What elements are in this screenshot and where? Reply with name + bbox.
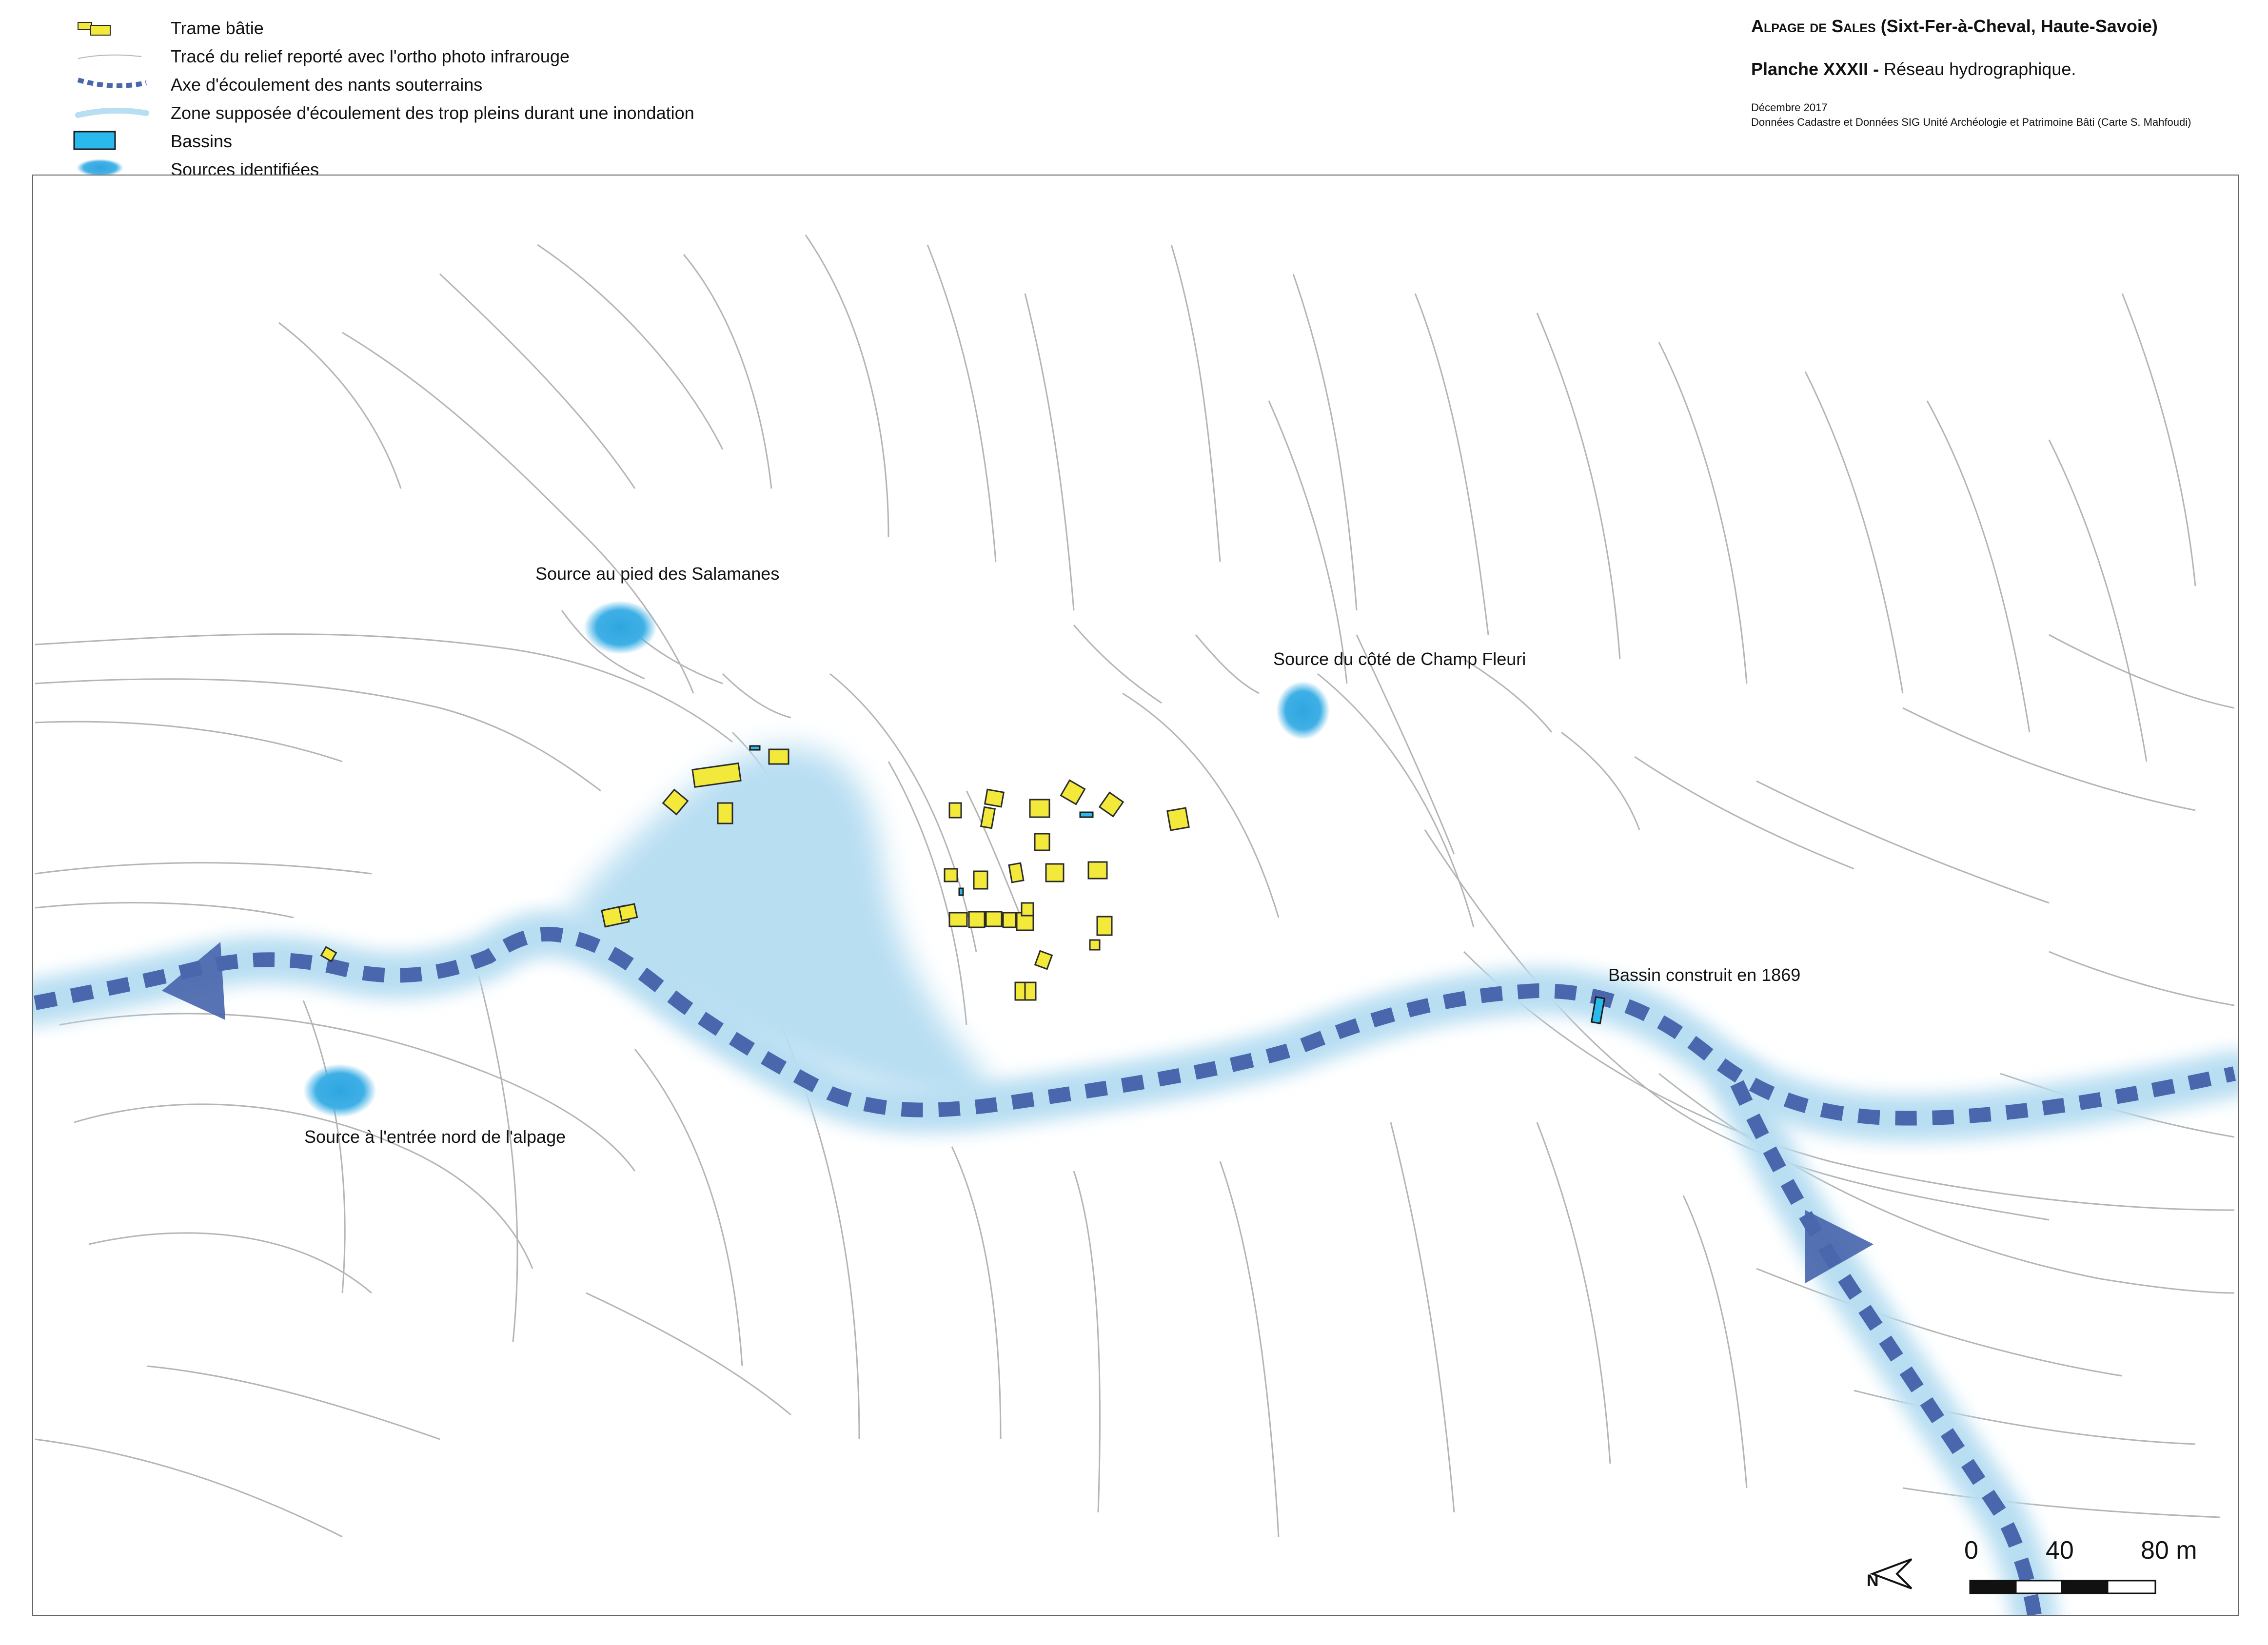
- legend-item-axe: Axe d'écoulement des nants souterrains: [63, 72, 795, 97]
- flow-direction-arrow: [162, 942, 225, 1020]
- flood-zones: [33, 747, 2238, 1615]
- flow-axis: [34, 926, 2236, 1615]
- scale-frame: [1969, 1580, 2156, 1594]
- scale-segment: [2062, 1581, 2108, 1593]
- plate-subject: Réseau hydrographique.: [1879, 59, 2076, 79]
- flow-direction-arrow: [1805, 1210, 1874, 1283]
- map-frame[interactable]: Source au pied des Salamanes Source du c…: [32, 175, 2239, 1616]
- spring-icon: [1276, 681, 1330, 740]
- legend-item-bassins: Bassins: [63, 129, 795, 153]
- dashed-flow-icon: [77, 78, 147, 88]
- map-credits: Données Cadastre et Données SIG Unité Ar…: [1751, 116, 2191, 128]
- legend-item-relief: Tracé du relief reporté avec l'ortho pho…: [63, 44, 795, 68]
- flood-zone-icon: [75, 107, 149, 118]
- label-bassin-1869: Bassin construit en 1869: [1608, 965, 1801, 985]
- map-canvas[interactable]: [33, 176, 2239, 1616]
- scale-bar: N 0 40 80 m: [1824, 1536, 2214, 1604]
- scale-tick-40: 40: [2046, 1536, 2074, 1565]
- springs: [303, 601, 1330, 1117]
- north-arrow-icon: [1870, 1558, 1913, 1589]
- north-label: N: [1867, 1571, 1879, 1590]
- legend-label: Bassins: [171, 131, 233, 151]
- label-source-champ-fleuri: Source du côté de Champ Fleuri: [1273, 649, 1526, 669]
- legend-label: Trame bâtie: [171, 18, 264, 38]
- site-name: Alpage de Sales: [1751, 16, 1876, 36]
- plate-number: Planche XXXII -: [1751, 59, 1879, 79]
- scale-tick-0: 0: [1964, 1536, 1978, 1565]
- plate-title: Planche XXXII - Réseau hydrographique.: [1751, 58, 2239, 81]
- legend-item-trame: Trame bâtie: [63, 16, 795, 40]
- map-date: Décembre 2017: [1751, 101, 1828, 114]
- basin-icon: [73, 131, 116, 150]
- buildings: [320, 748, 1190, 1001]
- legend-item-zone: Zone supposée d'écoulement des trop plei…: [63, 100, 795, 125]
- relief-contours: [35, 235, 2235, 1538]
- label-source-entree-nord: Source à l'entrée nord de l'alpage: [304, 1127, 566, 1147]
- title-block: Alpage de Sales (Sixt-Fer-à-Cheval, Haut…: [1751, 15, 2239, 130]
- contour-line-icon: [78, 54, 142, 59]
- small-markers: [749, 745, 1094, 896]
- legend-label: Zone supposée d'écoulement des trop plei…: [171, 103, 694, 123]
- legend-label: Tracé du relief reporté avec l'ortho pho…: [171, 46, 570, 66]
- label-source-salamanes: Source au pied des Salamanes: [535, 564, 780, 584]
- scale-segment: [1970, 1581, 2016, 1593]
- legend: Trame bâtie Tracé du relief reporté avec…: [63, 6, 795, 179]
- site-location: (Sixt-Fer-à-Cheval, Haute-Savoie): [1875, 16, 2158, 36]
- scale-segment: [2015, 1580, 2063, 1594]
- scale-graphic: [1870, 1558, 2156, 1594]
- map-title: Alpage de Sales (Sixt-Fer-à-Cheval, Haut…: [1751, 15, 2239, 38]
- building-icon: [78, 22, 111, 36]
- legend-label: Axe d'écoulement des nants souterrains: [171, 75, 483, 95]
- basin-icon: [1590, 996, 1606, 1024]
- spring-icon: [584, 601, 657, 654]
- spring-icon: [77, 159, 123, 176]
- scale-tick-80: 80 m: [2141, 1536, 2197, 1565]
- spring-icon: [303, 1064, 376, 1117]
- scale-segment: [2107, 1580, 2156, 1594]
